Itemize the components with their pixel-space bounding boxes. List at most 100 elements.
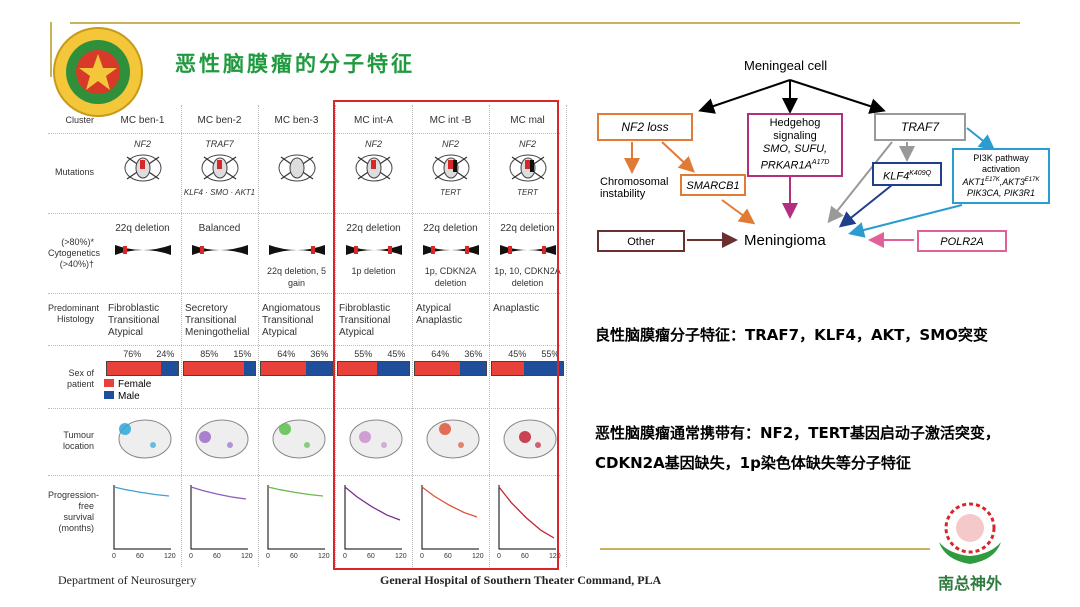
histology-line: Transitional (108, 315, 160, 326)
polr2a-box: POLR2A (917, 230, 1007, 252)
sex-bar-female (261, 362, 307, 375)
axis-tick: 120 (241, 553, 253, 560)
histology-line-2: Histology (56, 314, 94, 324)
survival-curve (421, 485, 479, 550)
chromosomal-line-2: instability (600, 188, 646, 200)
female-percent: 45% (508, 349, 527, 359)
female-percent: 76% (123, 349, 142, 359)
meningioma-cluster-figure: Cluster Mutations (>80%)* Cytogenetics (… (48, 100, 567, 570)
malignant-features-text: 恶性脑膜瘤通常携带有：NF2，TERT基因启动子激活突变，CDKN2A基因缺失，… (595, 424, 1000, 472)
cytogenetics-top: Balanced (198, 223, 241, 234)
meningioma-label: Meningioma (744, 232, 826, 249)
survival-curve (498, 485, 556, 550)
row-label-pfs: Progression- free survival (months) (48, 490, 99, 534)
location-line-2: location (62, 441, 94, 451)
cluster-name: MC int -B (429, 115, 472, 126)
cytogenetics-top: 22q deletion (346, 223, 401, 234)
brain-location-icon (118, 419, 171, 459)
female-percent: 64% (277, 349, 296, 359)
hedgehog-line-1: Hedgehog (769, 117, 821, 129)
sex-bar-male (460, 362, 486, 375)
pfs-line-2: free survival (63, 501, 94, 522)
sex-bar (260, 361, 333, 376)
survival-curve (190, 485, 248, 550)
female-percent: 64% (431, 349, 450, 359)
male-percent: 15% (233, 349, 252, 359)
male-percent: 24% (156, 349, 175, 359)
mutation-extra: TERT (440, 188, 461, 197)
cell-icon (355, 154, 392, 182)
histology-line: Meningothelial (185, 327, 250, 338)
histology-line: Transitional (262, 315, 314, 326)
pi3k-gene-akt3-sup: E17K (1024, 177, 1040, 183)
pi3k-line-1: PI3K pathway (973, 153, 1029, 163)
cyto-line-3: (>40%)† (59, 259, 94, 269)
hospital-label: General Hospital of Southern Theater Com… (380, 573, 662, 587)
histology-line: Atypical (262, 327, 298, 338)
mutation-gene: NF2 (364, 139, 382, 149)
row-label-mutations: Mutations (54, 167, 94, 177)
mutation-gene: NF2 (441, 139, 459, 149)
chromosomal-instability-label: Chromosomal instability (600, 176, 668, 200)
hedgehog-line-4: PRKAR1A (760, 159, 812, 172)
hedgehog-line-3: SMO, SUFU, (762, 143, 828, 155)
row-label-cytogenetics: (>80%)* Cytogenetics (>40%)† (48, 237, 101, 270)
pi3k-gene-pik3: PIK3CA, PIK3R1 (966, 188, 1036, 198)
axis-tick: 0 (112, 553, 116, 560)
hedgehog-line-2: signaling (773, 130, 817, 142)
histology-line: Transitional (185, 315, 237, 326)
axis-tick: 60 (136, 553, 144, 560)
brand-label: 南总神外 (937, 574, 1002, 593)
male-percent: 36% (464, 349, 483, 359)
cell-icon (509, 154, 546, 182)
pathway-diagram: Meningeal cell NF2 loss Hedgehog signali… (592, 50, 1062, 265)
smarcb1-box: SMARCB1 (680, 174, 746, 196)
row-divider (48, 213, 560, 214)
axis-tick: 120 (549, 553, 561, 560)
sex-legend: Female Male (104, 379, 151, 403)
sex-line-1: Sex of (68, 368, 94, 378)
cluster-name: MC ben-2 (197, 115, 242, 126)
row-divider (48, 293, 560, 294)
histology-line: Anaplastic (493, 303, 540, 314)
cyto-line-1: (>80%)* (61, 237, 94, 247)
klf4-label: KLF4 (882, 170, 910, 183)
cytogenetics-bottom: 1p, CDKN2A deletion (424, 266, 477, 288)
sex-line-2: patient (66, 379, 94, 389)
axis-tick: 60 (367, 553, 375, 560)
cell-icon (432, 154, 469, 182)
location-line-1: Tumour (63, 430, 94, 440)
axis-tick: 0 (497, 553, 501, 560)
klf4-box: KLF4K409Q (872, 162, 942, 186)
male-percent: 55% (541, 349, 560, 359)
cyto-line-2: Cytogenetics (48, 248, 101, 258)
female-percent: 55% (354, 349, 373, 359)
meningeal-cell-label: Meningeal cell (744, 58, 828, 73)
sex-bar-female (184, 362, 245, 375)
row-label-location: Tumour location (48, 430, 94, 452)
sex-bar-male (523, 362, 563, 375)
sex-bar-male (306, 362, 332, 375)
axis-tick: 60 (521, 553, 529, 560)
row-divider (48, 408, 560, 409)
brain-location-icon (349, 419, 402, 459)
mutation-gene: NF2 (518, 139, 536, 149)
sex-bar (106, 361, 179, 376)
cytogenetics-top: 22q deletion (500, 223, 555, 234)
pi3k-gene-akt1-sup: E17K (985, 177, 1000, 183)
row-divider (48, 345, 560, 346)
mutation-extra: KLF4 · SMO · AKT1 (183, 188, 256, 197)
histology-line: Atypical (108, 327, 144, 338)
klf4-sup: K409Q (909, 170, 932, 177)
female-percent: 85% (200, 349, 219, 359)
cytogenetics-bottom: 1p, 10, CDKN2A deletion (494, 266, 561, 288)
benign-features-text: 良性脑膜瘤分子特征：TRAF7，KLF4，AKT，SMO突变 (595, 326, 988, 344)
department-label: Department of Neurosurgery (58, 573, 197, 587)
cluster-name: MC int-A (354, 115, 393, 126)
row-divider (48, 133, 560, 134)
